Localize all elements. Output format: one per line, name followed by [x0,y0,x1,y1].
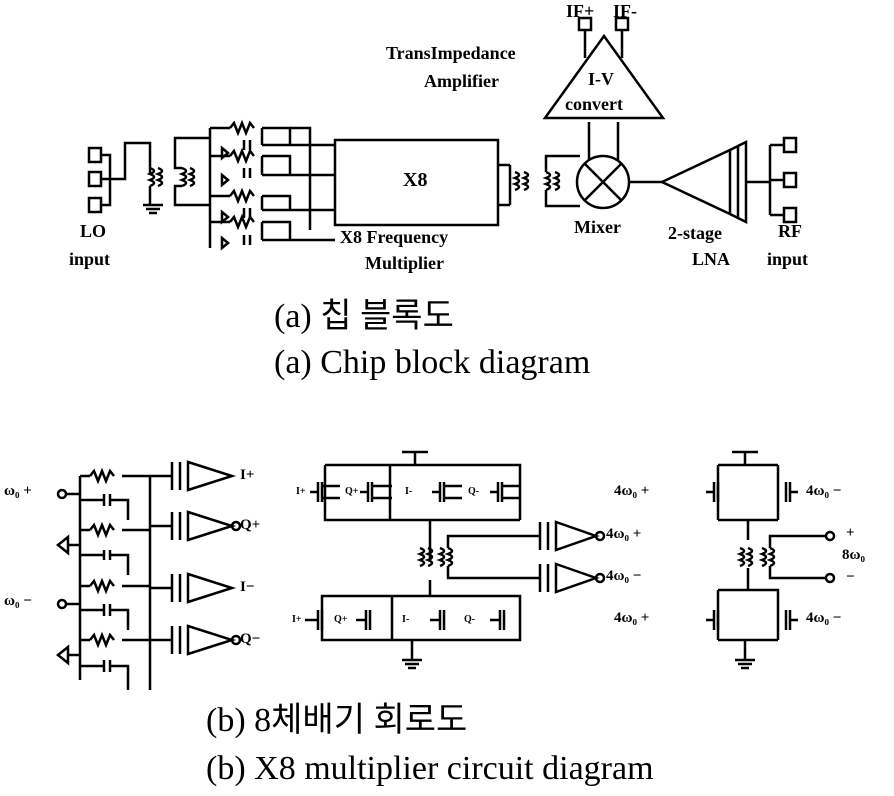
top-iminus-gate-label: I- [405,486,413,497]
lo-balun [143,136,210,215]
bottom-iminus-gate-label: I- [402,614,410,625]
top-qplus-gate-label: Q+ [345,486,359,497]
in-4w0-minus-bottom-label: 4ω₀ − [806,610,842,626]
4w0-buffers [538,520,606,594]
tia-block [542,16,666,120]
bottom-qplus-gate-label: Q+ [334,614,348,625]
top-quad-stage [310,450,522,560]
rf-label-line1: RF [778,221,802,241]
in-4w0-plus-bottom-label: 4ω₀ + [614,610,650,626]
tia-label-line1: TransImpedance [386,43,516,63]
lna-label-line1: 2-stage [668,223,722,243]
w0-minus-label: ω₀ − [4,593,32,609]
i-minus-output-label: I− [240,579,255,595]
center-transformer [416,534,540,580]
rc-polyphase [208,119,335,251]
x8-label: X8 [403,169,428,191]
out-8w0-label: 8ω₀ [842,547,865,563]
doubler-stage [706,450,836,670]
if-plus-label: IF+ [566,1,595,21]
input-polyphase [55,467,152,690]
caption-a-korean: (a) 칩 블록도 [274,298,454,335]
i-plus-output-label: I+ [240,467,255,483]
w0-plus-label: ω₀ + [4,483,32,499]
mixer-symbol [575,122,662,210]
lo-label-line2: input [69,249,111,269]
multiplier-label-line2: Multiplier [365,253,444,273]
mixer-label: Mixer [574,217,621,237]
rf-input-pads [770,136,798,224]
out-4w0-minus-label: 4ω₀ − [606,568,642,584]
x8-block [333,138,500,227]
mixer-balun [511,154,580,208]
q-plus-output-label: Q+ [240,517,261,533]
iv-label-line2: convert [565,94,623,114]
top-qminus-gate-label: Q- [468,486,480,497]
out-plus-label: + [846,525,855,541]
lna-label-line2: LNA [692,249,731,269]
caption-b-korean: (b) 8체배기 회로도 [206,702,468,739]
bottom-quad-stage [305,580,522,670]
bottom-qminus-gate-label: Q- [464,614,476,625]
bottom-iplus-gate-label: I+ [292,614,302,625]
rf-label-line2: input [767,249,809,269]
lo-input-pads [87,141,152,214]
lo-label-line1: LO [80,221,107,241]
iv-label-line1: I-V [588,69,614,89]
in-4w0-plus-top-label: 4ω₀ + [614,483,650,499]
caption-a-english: (a) Chip block diagram [274,344,591,381]
x8-output-wire [498,163,512,207]
if-minus-label: IF- [613,1,637,21]
out-4w0-plus-label: 4ω₀ + [606,526,642,542]
quadrature-buffers [150,460,242,656]
caption-b-english: (b) X8 multiplier circuit diagram [206,750,654,787]
multiplier-label-line1: X8 Frequency [340,227,449,247]
top-iplus-gate-label: I+ [296,486,306,497]
in-4w0-minus-top-label: 4ω₀ − [806,483,842,499]
q-minus-output-label: Q− [240,631,261,647]
out-minus-label: − [846,569,855,585]
tia-label-line2: Amplifier [424,71,499,91]
lna-block [659,139,772,225]
